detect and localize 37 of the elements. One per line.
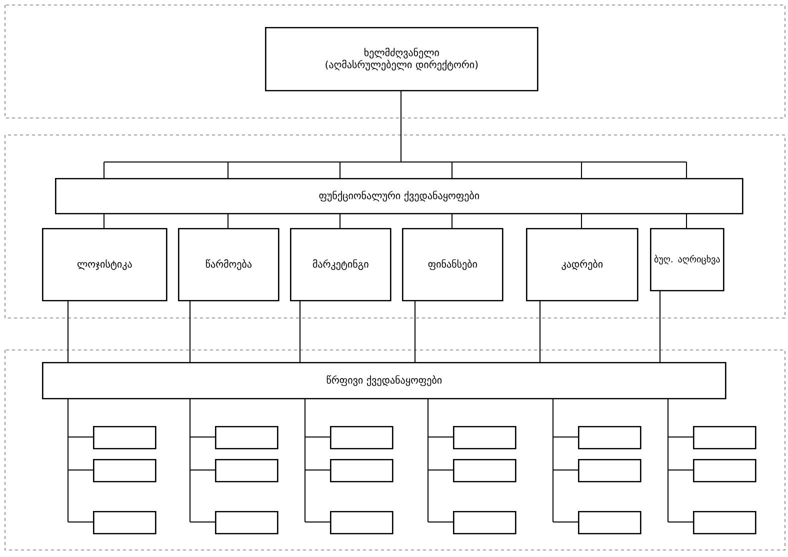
- group-bar: წრფივი ქვედანაყოფები: [42, 362, 726, 400]
- connector-line: [68, 398, 94, 522]
- empty-box: [453, 426, 516, 450]
- empty-box: [693, 426, 756, 450]
- connector-line: [414, 300, 416, 362]
- empty-box: [453, 511, 516, 534]
- connector-line: [428, 398, 454, 522]
- empty-box: [215, 459, 278, 482]
- empty-box: [215, 511, 278, 534]
- connector-line: [104, 90, 687, 178]
- department-box: ლოჯისტიკა: [42, 228, 168, 302]
- empty-box: [330, 459, 394, 482]
- empty-box: [693, 459, 756, 482]
- department-box: ბუღ. აღრიცხვა: [650, 228, 724, 292]
- connector-line: [304, 398, 330, 522]
- department-box: კადრები: [526, 228, 638, 302]
- empty-box: [693, 511, 756, 534]
- empty-box: [578, 511, 642, 534]
- empty-box: [453, 459, 516, 482]
- director-box: ხელმძღვანელი (აღმასრულებელი დირექტორი): [265, 27, 538, 92]
- empty-box: [93, 426, 156, 450]
- group-bar: ფუნქციონალური ქვედანაყოფები: [55, 178, 744, 214]
- connector-line: [686, 212, 687, 228]
- empty-box: [578, 459, 642, 482]
- department-box: მარკეტინგი: [290, 228, 392, 302]
- connector-line: [552, 398, 578, 522]
- empty-box: [93, 511, 156, 534]
- department-box: წარმოება: [178, 228, 280, 302]
- empty-box: [93, 459, 156, 482]
- department-box: ფინანსები: [402, 228, 504, 302]
- empty-box: [578, 426, 642, 450]
- empty-box: [215, 426, 278, 450]
- connector-line: [581, 212, 582, 228]
- connector-line: [668, 398, 694, 522]
- empty-box: [330, 426, 394, 450]
- empty-box: [330, 511, 394, 534]
- connector-line: [190, 398, 216, 522]
